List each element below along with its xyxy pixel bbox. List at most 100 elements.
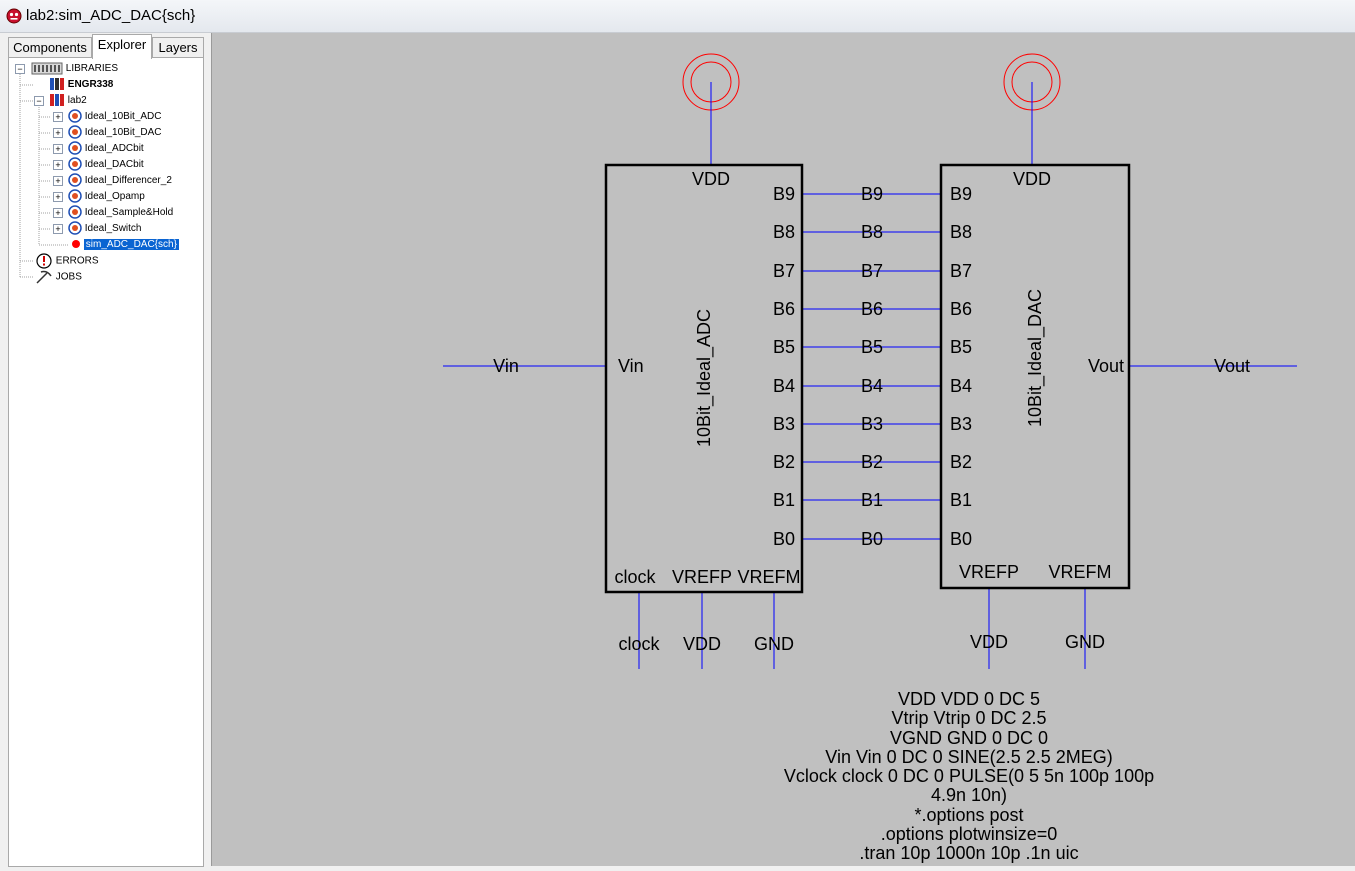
adc-bit-pin-label: B0	[773, 529, 795, 549]
side-panel: Components Explorer Layers	[8, 34, 204, 867]
expand-toggle[interactable]: +	[53, 176, 63, 186]
dac-bit-pin-label: B1	[950, 490, 972, 510]
tree-item-lab2[interactable]: lab2	[49, 93, 87, 109]
expand-toggle[interactable]: +	[53, 144, 63, 154]
tree-item-label: lab2	[67, 95, 87, 106]
jobs-pickaxe-icon	[36, 270, 52, 284]
dac-vrefm-pin-label: VREFM	[1049, 562, 1112, 582]
tree-item-current-cell[interactable]: sim_ADC_DAC{sch}	[71, 237, 179, 253]
dac-vdd-pin-label: VDD	[1013, 169, 1051, 189]
bit-net-label: B9	[861, 184, 883, 204]
dac-bit-pin-label: B0	[950, 529, 972, 549]
tree-item-label: ENGR338	[67, 79, 114, 90]
netlist-line: .tran 10p 1000n 10p .1n uic	[859, 843, 1079, 864]
netlist-line: Vtrip Vtrip 0 DC 2.5	[891, 708, 1047, 729]
tree-item-cell[interactable]: Ideal_10Bit_DAC	[68, 125, 162, 141]
dac-bit-pin-label: B2	[950, 452, 972, 472]
adc-block[interactable]	[604, 163, 804, 594]
expand-toggle[interactable]: +	[53, 208, 63, 218]
title-bar: lab2:sim_ADC_DAC{sch}	[0, 0, 1355, 33]
tree-item-label: Ideal_10Bit_DAC	[84, 127, 162, 138]
tree-item-label: JOBS	[55, 271, 82, 283]
tree-item-label: Ideal_Opamp	[84, 191, 145, 202]
tree-item-engr338[interactable]: ENGR338	[49, 77, 113, 93]
netlist-line: *.options post	[914, 804, 1024, 825]
adc-vrefp-pin-label: VREFP	[672, 567, 732, 587]
dac-bit-pin-label: B8	[950, 222, 972, 242]
panel-tabs: Components Explorer Layers	[8, 34, 204, 59]
collapse-toggle[interactable]: −	[15, 64, 25, 74]
dac-block[interactable]	[939, 163, 1131, 590]
bit-net-label: B1	[861, 490, 883, 510]
adc-bit-pin-label: B3	[773, 414, 795, 434]
adc-vrefp-net-label: VDD	[683, 634, 721, 654]
adc-bit-pin-label: B5	[773, 337, 795, 357]
bit-net-label: B8	[861, 222, 883, 242]
current-cell-dot-icon	[72, 240, 80, 249]
tree-item-cell[interactable]: Ideal_Differencer_2	[68, 173, 172, 189]
cell-icon	[68, 141, 82, 156]
netlist-line: VDD VDD 0 DC 5	[897, 689, 1041, 709]
expand-toggle[interactable]: +	[53, 160, 63, 170]
bit-bus-wires	[802, 193, 941, 540]
bit-net-label: B2	[861, 452, 883, 472]
tree-item-errors[interactable]: ERRORS	[35, 253, 99, 269]
adc-bit-pin-label: B6	[773, 299, 795, 319]
dac-vrefm-net-label: GND	[1065, 632, 1105, 652]
tree-item-jobs[interactable]: JOBS	[35, 269, 82, 285]
vin-net-label: Vin	[493, 356, 519, 376]
adc-vrefm-pin-label: VREFM	[738, 567, 801, 587]
adc-bit-pin-label: B8	[773, 222, 795, 242]
tree-item-cell[interactable]: Ideal_Switch	[68, 221, 141, 237]
window-title: lab2:sim_ADC_DAC{sch}	[26, 7, 196, 24]
tree-item-cell[interactable]: Ideal_Sample&Hold	[68, 205, 173, 221]
dac-vrefp-net-label: VDD	[970, 632, 1008, 652]
expand-toggle[interactable]: +	[53, 224, 63, 234]
bit-net-label: B3	[861, 414, 883, 434]
error-icon	[36, 253, 52, 269]
tree-item-label-selected: sim_ADC_DAC{sch}	[83, 239, 179, 250]
tree-item-cell[interactable]: Ideal_ADCbit	[68, 141, 144, 157]
netlist-line: .options plotwinsize=0	[880, 824, 1058, 845]
dac-vrefp-pin-label: VREFP	[959, 562, 1019, 582]
adc-bit-pin-label: B4	[773, 376, 795, 396]
expand-toggle[interactable]: +	[53, 128, 63, 138]
dac-bit-pin-label: B6	[950, 299, 972, 319]
library-books-icon	[50, 94, 64, 107]
adc-vrefm-net-label: GND	[754, 634, 794, 654]
dac-bit-pin-label: B4	[950, 376, 972, 396]
bit-net-label: B6	[861, 299, 883, 319]
tab-components[interactable]: Components	[8, 37, 92, 58]
dac-bit-pin-label: B5	[950, 337, 972, 357]
tree-item-cell[interactable]: Ideal_10Bit_ADC	[68, 109, 162, 125]
bit-net-label: B4	[861, 376, 883, 396]
expand-toggle[interactable]: +	[53, 192, 63, 202]
tab-explorer[interactable]: Explorer	[92, 34, 152, 59]
tree-item-cell[interactable]: Ideal_Opamp	[68, 189, 145, 205]
schematic-canvas[interactable]: VDD Vin clock VREFP VREFM 10Bit_Ideal_AD…	[211, 33, 1355, 866]
bit-net-label: B7	[861, 261, 883, 281]
tree-item-label: ERRORS	[55, 255, 99, 267]
tree-item-label: Ideal_Sample&Hold	[84, 207, 174, 218]
expand-toggle[interactable]: +	[53, 112, 63, 122]
tree-item-cell[interactable]: Ideal_DACbit	[68, 157, 144, 173]
tab-layers[interactable]: Layers	[152, 37, 204, 58]
netlist-line: VGND GND 0 DC 0	[889, 727, 1049, 748]
collapse-toggle[interactable]: −	[34, 96, 44, 106]
dac-bit-pin-label: B3	[950, 414, 972, 434]
adc-clock-pin-label: clock	[614, 567, 656, 587]
tree-item-label: Ideal_ADCbit	[84, 143, 144, 154]
spice-netlist[interactable]: VDD VDD 0 DC 5 Vtrip Vtrip 0 DC 2.5 VGND…	[769, 689, 1169, 864]
adc-vin-pin-label: Vin	[618, 356, 644, 376]
tree-item-libraries[interactable]: LIBRARIES	[31, 61, 118, 77]
library-books-icon	[50, 78, 64, 91]
schematic-drawing[interactable]: VDD Vin clock VREFP VREFM 10Bit_Ideal_AD…	[212, 33, 1355, 866]
cell-icon	[68, 109, 82, 124]
cell-icon	[68, 205, 82, 220]
tree-item-label: LIBRARIES	[65, 63, 119, 74]
dac-vout-pin-label: Vout	[1088, 356, 1124, 376]
cell-icon	[68, 189, 82, 204]
adc-vdd-pin-label: VDD	[692, 169, 730, 189]
cell-icon	[68, 221, 82, 236]
